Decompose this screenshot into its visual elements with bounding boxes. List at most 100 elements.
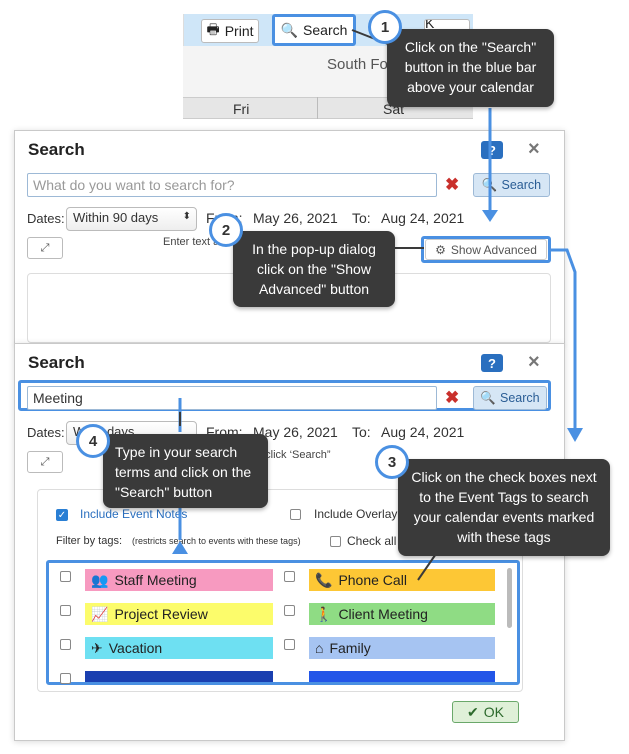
home-icon: ⌂	[315, 640, 324, 656]
arrow-1	[482, 210, 498, 222]
step-badge-1: 1	[368, 10, 402, 44]
to-date[interactable]: Aug 24, 2021	[381, 424, 465, 440]
tag-vacation[interactable]: ✈ Vacation	[85, 637, 273, 659]
print-label: Print	[224, 23, 254, 39]
tag-label: Client Meeting	[338, 606, 428, 622]
day-header-fri: Fri	[233, 101, 250, 117]
expand-button[interactable]: ⤢	[27, 237, 63, 259]
close-icon[interactable]: ×	[528, 138, 540, 160]
search-input[interactable]: What do you want to search for?	[27, 173, 437, 197]
tag-partial-right[interactable]	[309, 671, 495, 682]
step-badge-3: 3	[375, 445, 409, 479]
print-icon: 🖶	[206, 21, 220, 37]
print-button[interactable]: 🖶 Print	[201, 19, 259, 43]
close-icon[interactable]: ×	[528, 351, 540, 373]
tag-list	[46, 560, 520, 685]
check-all-checkbox[interactable]	[330, 536, 341, 547]
hint-text: d click ‘Search”	[256, 449, 331, 461]
filter-hint: (restricts search to events with these t…	[132, 536, 301, 546]
from-date[interactable]: May 26, 2021	[253, 424, 338, 440]
walking-person-icon: 🚶	[315, 605, 333, 622]
to-date[interactable]: Aug 24, 2021	[381, 210, 465, 226]
gear-icon: ⚙	[435, 242, 446, 257]
step-badge-2: 2	[209, 213, 243, 247]
filter-label: Filter by tags:	[56, 535, 123, 547]
tag-checkbox-partial[interactable]	[60, 673, 71, 684]
tag-phone-call[interactable]: 📞 Phone Call	[309, 569, 495, 591]
tag-label: Phone Call	[338, 572, 407, 588]
callout-3: Click on the check boxes next to the Eve…	[398, 459, 610, 556]
search-button-label: Search	[499, 391, 540, 405]
ok-label: OK	[483, 704, 504, 720]
select-arrows-icon: ⬍	[182, 211, 191, 222]
search-button-label: Search	[501, 178, 542, 192]
calendar-title: South Fo	[327, 56, 388, 73]
tag-label: Project Review	[114, 606, 208, 622]
tag-checkbox-staff-meeting[interactable]	[60, 571, 71, 582]
arrow-4	[172, 541, 188, 554]
date-range-value: Within 90 days	[73, 210, 159, 225]
tag-checkbox-vacation[interactable]	[60, 639, 71, 650]
chart-line-icon: 📈	[91, 605, 109, 622]
tag-label: Family	[329, 640, 371, 656]
tag-list-scrollbar[interactable]	[507, 568, 512, 628]
include-notes-label: Include Event Notes	[80, 507, 188, 521]
check-icon: ✔	[467, 703, 479, 720]
toolbar-search-label: Search	[303, 22, 348, 38]
clear-icon[interactable]: ✖	[445, 388, 460, 407]
dates-label: Dates:	[27, 425, 65, 440]
connector-3	[551, 248, 577, 430]
expand-icon: ⤢	[40, 241, 50, 254]
search-icon: 🔍	[280, 21, 299, 38]
dates-label: Dates:	[27, 211, 65, 226]
show-advanced-highlight	[421, 236, 551, 263]
callout-2: In the pop-up dialog click on the "Show …	[233, 231, 395, 307]
step-badge-4: 4	[76, 424, 110, 458]
tag-checkbox-phone-call[interactable]	[284, 571, 295, 582]
toolbar-search-button[interactable]: 🔍 Search	[278, 19, 350, 41]
to-label: To:	[352, 424, 371, 440]
check-all-label: Check all	[347, 534, 397, 548]
tag-client-meeting[interactable]: 🚶 Client Meeting	[309, 603, 495, 625]
tag-partial-left[interactable]	[85, 671, 273, 682]
dialog-title: Search	[28, 140, 85, 159]
ok-button[interactable]: ✔ OK	[452, 701, 519, 723]
dialog-title: Search	[28, 353, 85, 372]
expand-button[interactable]: ⤢	[27, 451, 63, 473]
search-icon: 🔍	[480, 390, 496, 405]
to-label: To:	[352, 210, 371, 226]
tag-label: Staff Meeting	[114, 572, 197, 588]
tag-checkbox-client-meeting[interactable]	[284, 605, 295, 616]
date-range-select[interactable]: Within 90 days ⬍	[66, 207, 197, 231]
expand-icon: ⤢	[40, 455, 50, 468]
show-advanced-button[interactable]: ⚙ Show Advanced	[425, 239, 547, 260]
arrow-3	[567, 428, 583, 442]
tag-checkbox-family[interactable]	[284, 639, 295, 650]
search-input[interactable]: Meeting	[27, 386, 437, 410]
clear-icon[interactable]: ✖	[445, 175, 460, 194]
users-icon: 👥	[91, 571, 109, 588]
search-button[interactable]: 🔍 Search	[473, 173, 550, 197]
tag-checkbox-project-review[interactable]	[60, 605, 71, 616]
callout-4: Type in your search terms and click on t…	[103, 434, 268, 508]
search-query: Meeting	[33, 390, 83, 406]
plane-icon: ✈	[91, 639, 103, 656]
hint-text: Enter text a	[163, 236, 220, 248]
show-advanced-label: Show Advanced	[450, 242, 537, 257]
help-icon[interactable]: ?	[481, 354, 503, 372]
tag-label: Vacation	[108, 640, 163, 656]
include-overlay-checkbox[interactable]	[290, 509, 301, 520]
search-button[interactable]: 🔍 Search	[473, 386, 547, 410]
search-placeholder: What do you want to search for?	[33, 177, 235, 193]
tag-family[interactable]: ⌂ Family	[309, 637, 495, 659]
tag-staff-meeting[interactable]: 👥 Staff Meeting	[85, 569, 273, 591]
include-notes-checkbox[interactable]: ✓	[56, 509, 68, 521]
day-divider	[317, 97, 318, 119]
include-overlay-label: Include Overlay	[314, 507, 398, 521]
callout-1: Click on the "Search" button in the blue…	[387, 29, 554, 107]
phone-icon: 📞	[315, 571, 333, 588]
help-icon[interactable]: ?	[481, 141, 503, 159]
from-date[interactable]: May 26, 2021	[253, 210, 338, 226]
tag-project-review[interactable]: 📈 Project Review	[85, 603, 273, 625]
